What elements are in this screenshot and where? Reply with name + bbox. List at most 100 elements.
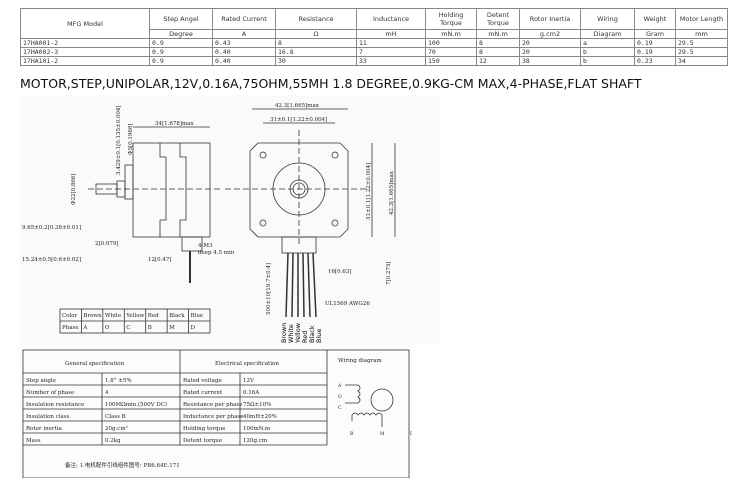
color-table-cell: Red bbox=[148, 313, 159, 319]
header-inductance: Inductance bbox=[356, 8, 426, 30]
unit: Diagram bbox=[580, 29, 635, 39]
table-cell: 0.19 bbox=[634, 47, 676, 57]
unit: Ω bbox=[275, 29, 357, 39]
dim-connector: 12[0.47] bbox=[148, 257, 172, 263]
units-row: Degree A Ω mH mN.m mN.m g.cm2 Diagram Gr… bbox=[21, 29, 728, 39]
dim-shaft-length: 9.65±0.2[0.38±0.01] bbox=[22, 225, 81, 231]
color-table-cell: White bbox=[105, 313, 121, 319]
general-spec-value: 20g.cm² bbox=[105, 425, 128, 432]
dim-height: 42.3[1.665]max bbox=[389, 170, 395, 215]
table-cell: 0.40 bbox=[212, 56, 276, 66]
table-cell: 0.19 bbox=[634, 38, 676, 48]
dim-width: 42.3[1.665]max bbox=[275, 103, 320, 109]
dim-boss: 2[0.079] bbox=[95, 241, 119, 247]
electrical-spec-label: Inductance per phase bbox=[183, 414, 244, 420]
dim-length: 34[1.678]max bbox=[155, 121, 195, 127]
dim-cable-height: 7[0.275] bbox=[386, 261, 392, 285]
unit: g.cm2 bbox=[519, 29, 581, 39]
color-table-cell: M bbox=[169, 325, 175, 331]
general-spec-label: Number of phase bbox=[26, 390, 74, 396]
motor-spec-table: MFG Model Step Angel Rated Current Resis… bbox=[20, 8, 728, 66]
color-table-cell: B bbox=[148, 325, 152, 331]
header-rotor-inertia: Rotor Inertia bbox=[519, 8, 581, 30]
header-step-angle: Step Angel bbox=[149, 8, 213, 30]
table-cell: 34 bbox=[675, 56, 728, 66]
table-cell: 29.5 bbox=[675, 47, 728, 57]
electrical-spec-label: Detent torque bbox=[183, 438, 222, 444]
wiring-label: M bbox=[380, 431, 385, 437]
general-spec-label: Insulation class bbox=[26, 414, 70, 420]
table-cell: 38 bbox=[519, 56, 581, 66]
wire-label: Yellow bbox=[294, 322, 302, 344]
table-cell: 17HA101-2 bbox=[20, 56, 150, 66]
electrical-spec-value: 0.16A bbox=[243, 390, 260, 396]
side-view bbox=[88, 126, 220, 283]
table-cell: 12 bbox=[476, 56, 520, 66]
general-spec-label: Rotor inertia bbox=[26, 426, 63, 432]
color-table-cell: Blue bbox=[191, 313, 204, 319]
electrical-spec-title: Electrical specification bbox=[215, 361, 279, 367]
table-cell: 0.40 bbox=[212, 47, 276, 57]
header-motor-length: Motor Length bbox=[675, 8, 728, 30]
dim-holes-depth: deep 4.5 min bbox=[198, 250, 235, 256]
color-table-cell: Phase bbox=[62, 325, 79, 331]
color-table-cell: Yellow bbox=[125, 313, 144, 319]
product-description: MOTOR,STEP,UNIPOLAR,12V,0.16A,75OHM,55MH… bbox=[20, 76, 642, 91]
unit: A bbox=[212, 29, 276, 39]
header-weight: Weight bbox=[634, 8, 676, 30]
dim-cable-width: 16[0.63] bbox=[328, 269, 352, 275]
table-cell: b bbox=[580, 56, 635, 66]
wiring-label: B bbox=[350, 431, 354, 437]
electrical-spec-label: Holding torque bbox=[183, 426, 225, 432]
electrical-spec-value: 12V bbox=[243, 378, 255, 384]
wire-label: Brown bbox=[280, 323, 288, 343]
unit: Gram bbox=[634, 29, 676, 39]
header-detent-torque: Detent Torque bbox=[476, 8, 520, 30]
general-spec-label: Insulation resistance bbox=[26, 402, 84, 408]
table-cell: 0.9 bbox=[149, 38, 213, 48]
header-rated-current: Rated Current bbox=[212, 8, 276, 30]
table-cell: 17HA002-3 bbox=[20, 47, 150, 57]
color-table-cell: D bbox=[191, 325, 196, 331]
color-table-cell: C bbox=[126, 325, 130, 331]
table-cell: 0.23 bbox=[634, 56, 676, 66]
unit: mH bbox=[356, 29, 426, 39]
dim-shaft-total: 15.24±0.5[0.6±0.02] bbox=[22, 257, 81, 263]
table-cell: 70 bbox=[425, 47, 477, 57]
wiring-label: O bbox=[338, 394, 342, 400]
dim-hole-spacing: 31±0.1[1.22±0.004] bbox=[270, 117, 327, 123]
wire-label: Black bbox=[308, 325, 316, 343]
general-spec-value: Class B bbox=[105, 414, 126, 420]
wire-label: Red bbox=[301, 331, 309, 343]
color-table-cell: Brown bbox=[83, 313, 102, 319]
wire-spec: UL1569 AWG26 bbox=[325, 301, 370, 307]
table-cell: 33 bbox=[356, 56, 426, 66]
electrical-spec-label: Rated current bbox=[183, 390, 223, 396]
wiring-label: D bbox=[410, 431, 412, 437]
table-cell: 17HA001-2 bbox=[20, 38, 150, 48]
unit: Degree bbox=[149, 29, 213, 39]
table-cell: b bbox=[580, 47, 635, 57]
header-resistance: Resistance bbox=[275, 8, 357, 30]
electrical-spec-value: 100mN.m bbox=[243, 426, 271, 432]
electrical-spec-value: 75Ω±10% bbox=[243, 402, 271, 408]
table-cell: 8 bbox=[476, 38, 520, 48]
dim-flat: 3.429±0.1[0.135±0.004] bbox=[116, 106, 122, 176]
specification-sheet: General specification Electrical specifi… bbox=[20, 345, 414, 479]
table-cell: 8 bbox=[275, 38, 357, 48]
general-spec-value: 4 bbox=[105, 390, 109, 396]
general-spec-title: General specification bbox=[65, 361, 125, 367]
table-cell: 20 bbox=[519, 38, 581, 48]
electrical-spec-label: Resistance per phase bbox=[183, 402, 243, 408]
header-holding-torque: Holding Torque bbox=[425, 8, 477, 30]
general-spec-label: Mass bbox=[26, 438, 41, 444]
spec-note: 备注: 1.电机配件引线组件图号: PB6.64E.171 bbox=[65, 461, 180, 469]
table-cell: 0.9 bbox=[149, 56, 213, 66]
general-spec-value: 0.2kg bbox=[105, 438, 121, 444]
table-cell: 0.9 bbox=[149, 47, 213, 57]
color-table-cell: O bbox=[105, 325, 110, 331]
